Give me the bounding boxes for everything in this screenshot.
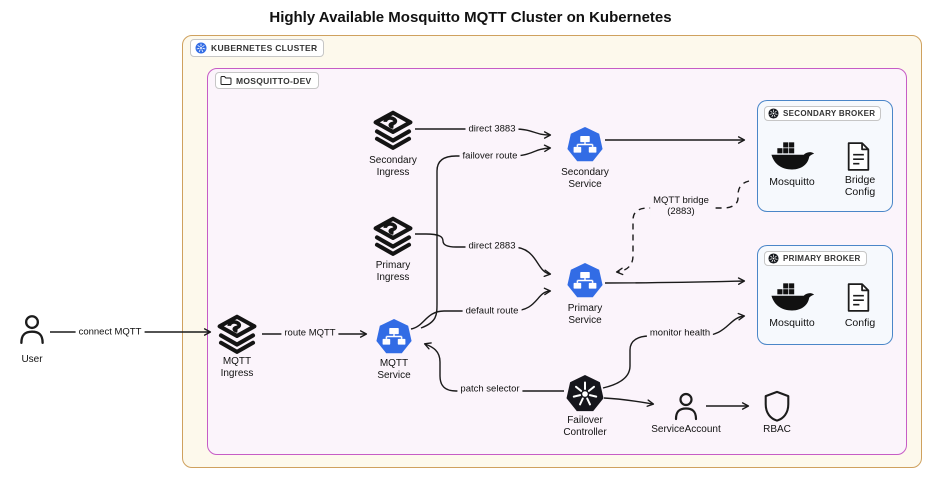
kubernetes-icon xyxy=(195,42,207,54)
primary-broker-box: PRIMARY BROKER Mosquitto Config xyxy=(757,245,893,345)
edge-label-mqtt-bridge: MQTT bridge (2883) xyxy=(650,195,712,217)
config-label: Config xyxy=(844,317,876,329)
edge-label-connect-mqtt: connect MQTT xyxy=(75,326,145,338)
rbac-label: RBAC xyxy=(763,424,791,435)
secondary-mosquitto-label: Mosquitto xyxy=(769,176,815,188)
folder-icon xyxy=(220,75,232,86)
edge-label-patch-selector: patch selector xyxy=(457,383,523,395)
failover-controller-label: Failover Controller xyxy=(563,415,607,438)
primary-broker-label: PRIMARY BROKER xyxy=(783,254,861,263)
secondary-broker-label: SECONDARY BROKER xyxy=(783,109,876,118)
bridge-config-file-icon xyxy=(846,141,871,172)
primary-ingress-icon xyxy=(372,216,414,258)
page-title: Highly Available Mosquitto MQTT Cluster … xyxy=(269,9,672,26)
kubernetes-pod-icon xyxy=(768,108,779,119)
secondary-service-icon xyxy=(566,126,604,164)
secondary-broker-box: SECONDARY BROKER Mosquitto Bridge Config xyxy=(757,100,893,212)
cluster-label-chip: KUBERNETES CLUSTER xyxy=(190,39,325,57)
primary-service-icon xyxy=(566,262,604,300)
mqtt-ingress-icon xyxy=(216,314,258,356)
edge-label-direct-3883: direct 3883 xyxy=(465,123,519,135)
serviceaccount-icon xyxy=(670,390,702,422)
mqtt-service-icon xyxy=(375,318,413,356)
primary-ingress-label: Primary Ingress xyxy=(375,260,411,283)
primary-service-label: Primary Service xyxy=(567,303,603,326)
primary-broker-chip: PRIMARY BROKER xyxy=(764,251,867,266)
mqtt-service-label: MQTT Service xyxy=(377,358,411,381)
secondary-service-label: Secondary Service xyxy=(561,167,609,190)
namespace-label: MOSQUITTO-DEV xyxy=(236,75,312,86)
cluster-label: KUBERNETES CLUSTER xyxy=(211,43,318,53)
edge-label-direct-2883: direct 2883 xyxy=(465,240,519,252)
edge-label-route-mqtt: route MQTT xyxy=(281,327,339,339)
rbac-shield-icon xyxy=(762,390,792,422)
secondary-ingress-icon xyxy=(372,110,414,152)
config-file-icon xyxy=(846,282,871,313)
serviceaccount-label: ServiceAccount xyxy=(651,424,721,435)
secondary-broker-chip: SECONDARY BROKER xyxy=(764,106,882,121)
edge-label-failover-route: failover route xyxy=(459,150,521,162)
failover-controller-icon xyxy=(565,374,605,414)
secondary-ingress-label: Secondary Ingress xyxy=(369,155,417,178)
user-icon xyxy=(15,312,49,346)
primary-mosquitto-label: Mosquitto xyxy=(769,317,815,329)
namespace-label-chip: MOSQUITTO-DEV xyxy=(215,72,319,89)
bridge-config-label: Bridge Config xyxy=(844,174,876,198)
docker-mosquitto-icon xyxy=(770,141,814,173)
mqtt-ingress-label: MQTT Ingress xyxy=(220,356,254,379)
user-label: User xyxy=(21,354,43,365)
docker-mosquitto-icon xyxy=(770,282,814,314)
kubernetes-pod-icon xyxy=(768,253,779,264)
edge-label-monitor-health: monitor health xyxy=(646,327,714,339)
edge-label-default-route: default route xyxy=(462,305,522,317)
